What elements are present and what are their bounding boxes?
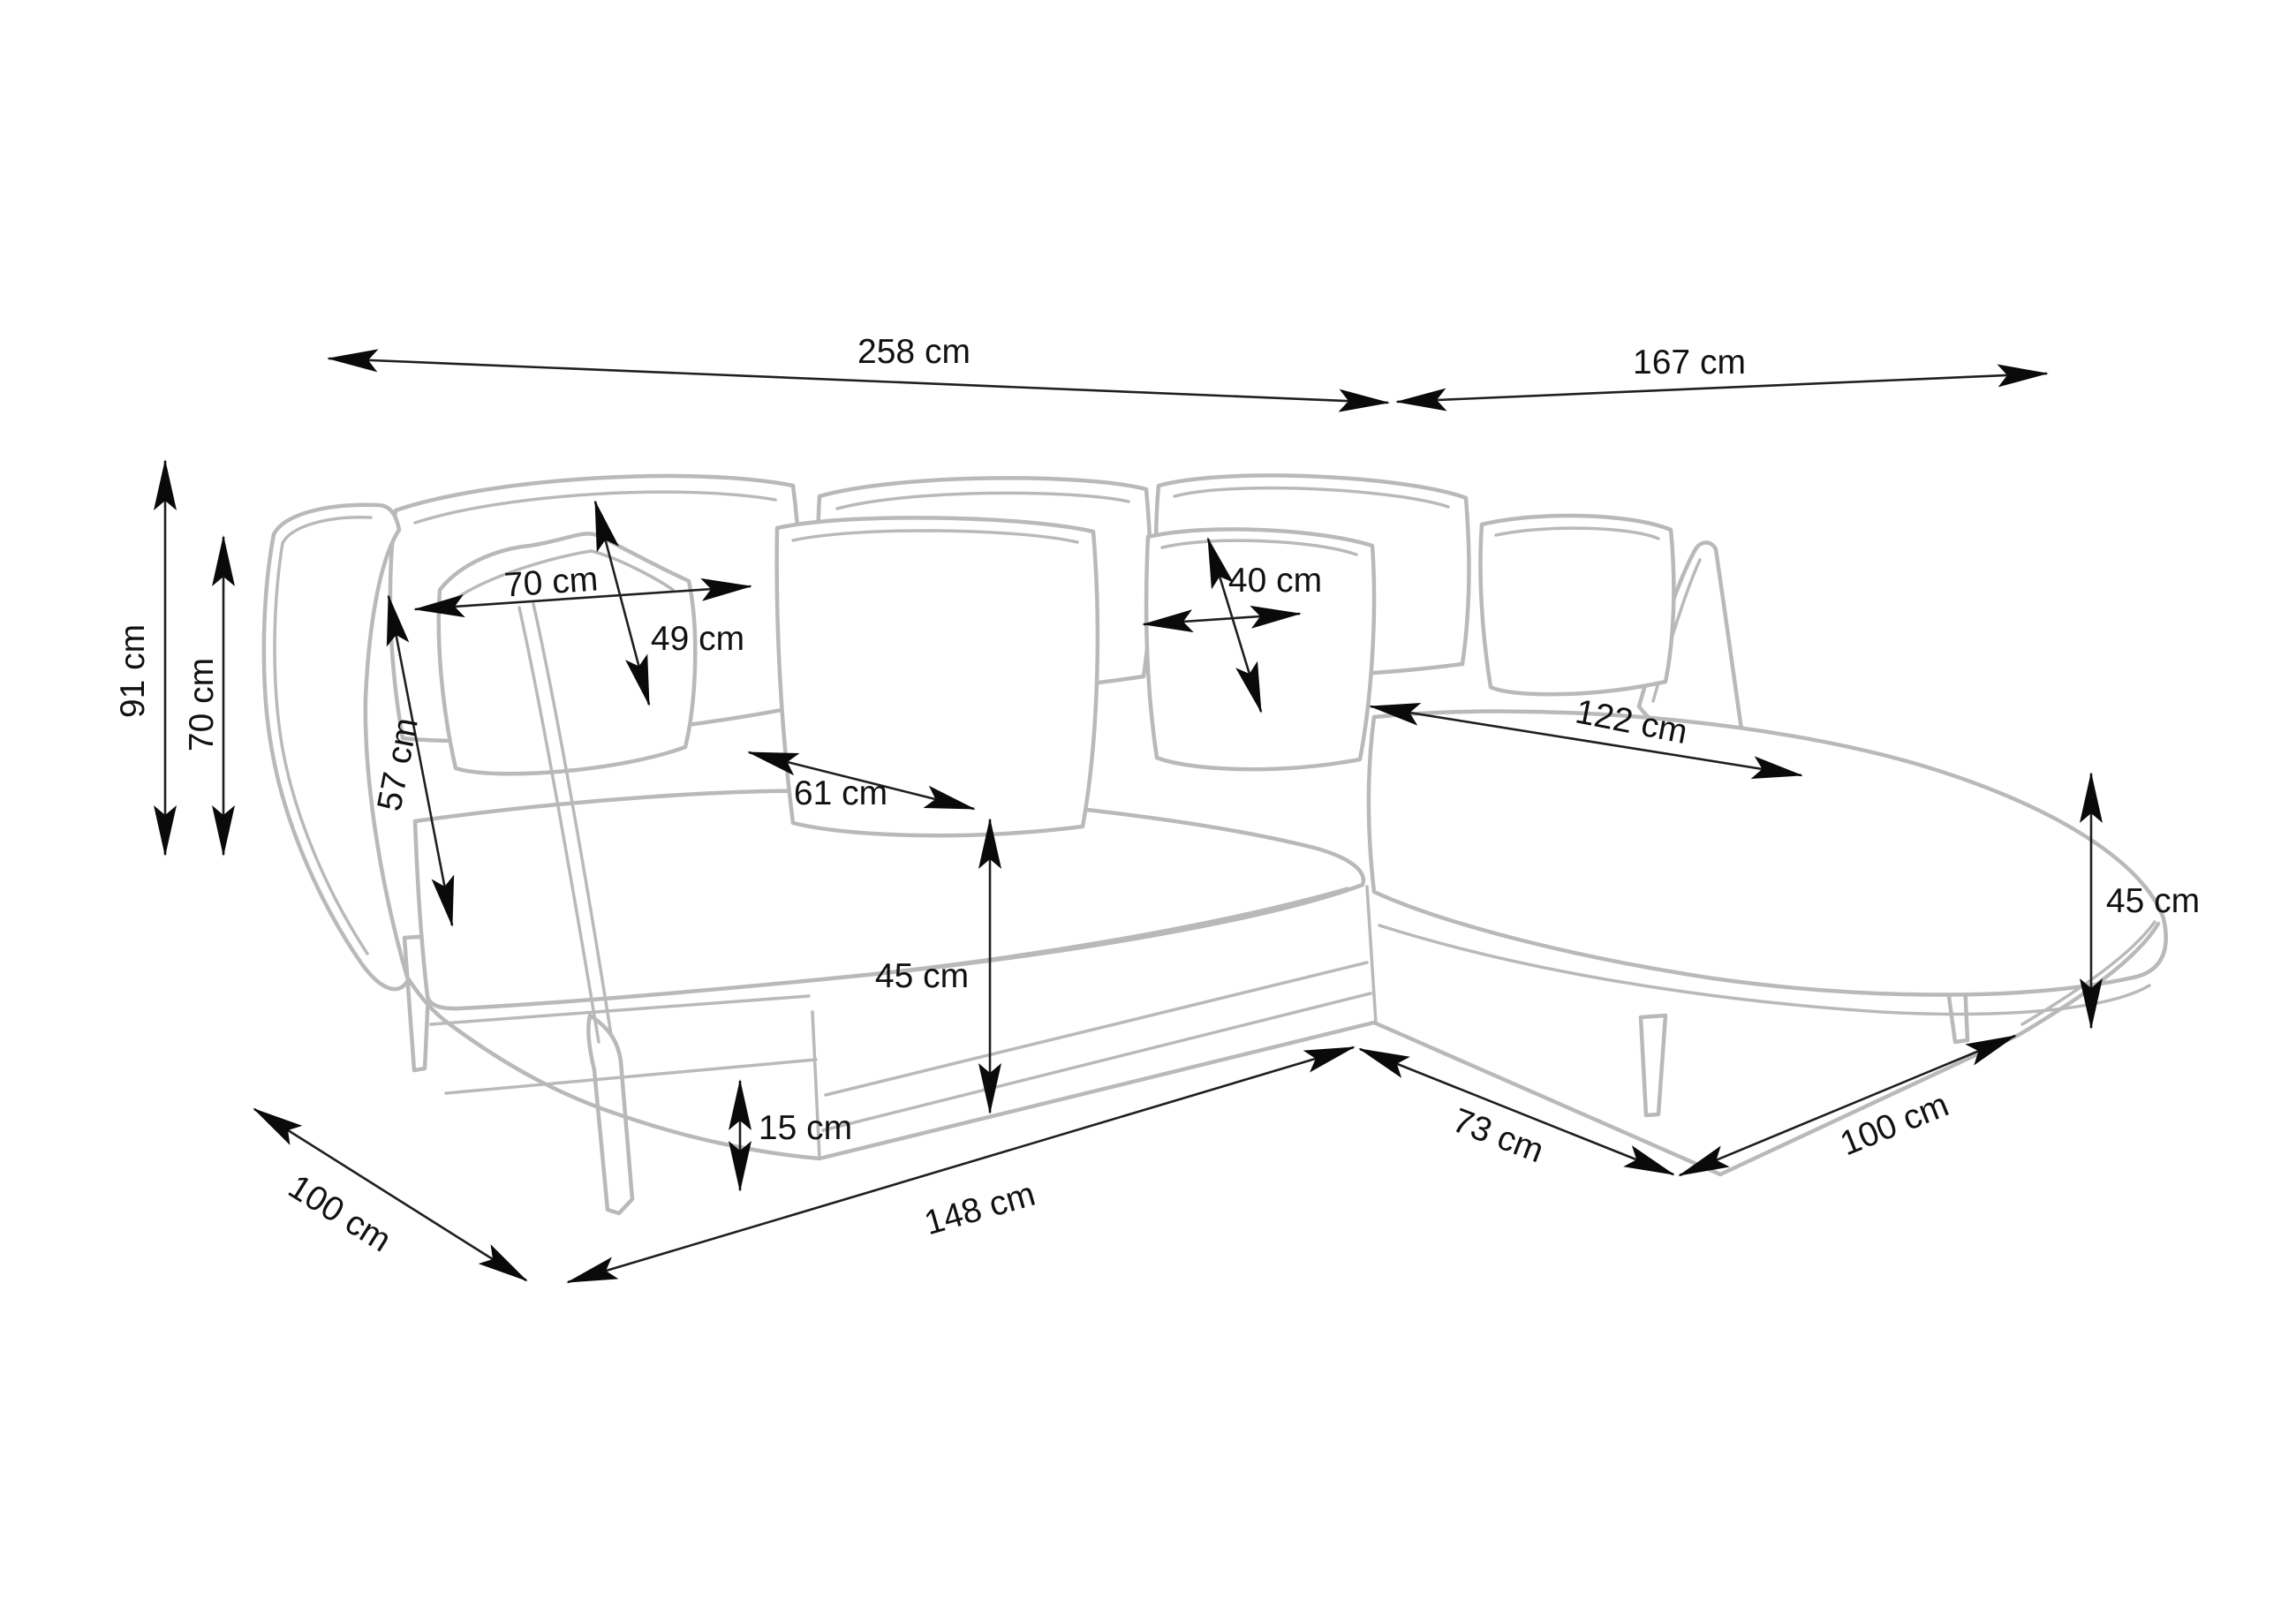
- dim-seat-depth-label: 61 cm: [794, 774, 887, 812]
- dim-armrest-height-label: 70 cm: [183, 658, 221, 751]
- sofa-chaise-pillow-piping: [1494, 526, 1660, 540]
- sofa-corner-pillow-piping: [1160, 539, 1358, 556]
- dim-chaise-front-width-label: 73 cm: [1447, 1101, 1549, 1170]
- sofa-base-piping-left-1: [429, 994, 811, 1026]
- dim-chaise-front-width-line: [1358, 1047, 1675, 1176]
- sofa-chaise-seat: [1366, 709, 2168, 997]
- dimension-leg-height: 15 cm: [729, 1079, 852, 1192]
- sofa-base-piping-left-2: [444, 1058, 818, 1095]
- dimension-chaise-depth-top: 167 cm: [1395, 343, 2049, 411]
- dimension-total-width: 258 cm: [327, 333, 1390, 412]
- dimension-seat-width: 148 cm: [566, 1046, 1356, 1284]
- dim-chaise-seat-height-label: 45 cm: [2106, 882, 2200, 920]
- dim-sofa-depth-label: 100 cm: [282, 1167, 397, 1259]
- dim-chaise-cushion-length-line: [1369, 703, 1803, 779]
- sofa-leg-front-left: [586, 1013, 635, 1216]
- dim-chaise-depth-top-line: [1395, 364, 2049, 411]
- dim-backrest-height-line: [386, 594, 455, 927]
- dim-chaise-side-depth-line: [1678, 1034, 2017, 1177]
- dimension-back-cushion-width: 70 cm: [413, 560, 752, 618]
- dim-seat-width-label: 148 cm: [920, 1175, 1039, 1243]
- sofa-back-cushion-middle-piping: [835, 491, 1130, 510]
- dimension-seat-depth: 61 cm: [747, 751, 976, 812]
- sofa-base-piping-corner-2: [821, 992, 1372, 1132]
- sofa-chaise-pillow: [1478, 513, 1676, 697]
- sofa-backrest-edge-1: [517, 606, 600, 1044]
- sofa-armrest: [261, 502, 411, 992]
- dimension-seat-height: 45 cm: [875, 818, 1001, 1114]
- dim-back-cushion-width-line: [413, 577, 752, 618]
- sofa-armrest-piping: [273, 516, 373, 955]
- dimension-chaise-seat-height: 45 cm: [2080, 772, 2200, 1030]
- dim-total-width-line: [327, 349, 1390, 412]
- dim-total-width-label: 258 cm: [857, 333, 971, 371]
- dim-seat-width-line: [566, 1046, 1356, 1284]
- dim-total-height-label: 91 cm: [114, 624, 152, 718]
- dimension-armrest-height: 70 cm: [183, 535, 235, 857]
- dimension-pillow-size: 40 cm: [1142, 537, 1322, 713]
- dim-back-cushion-height-line: [593, 500, 651, 706]
- sofa-mid-pillow-piping: [791, 529, 1079, 544]
- dim-leg-height-label: 15 cm: [759, 1109, 852, 1147]
- dim-chaise-side-depth-label: 100 cm: [1835, 1086, 1954, 1164]
- sofa-back-cushion-right-piping: [1173, 486, 1450, 509]
- dimension-total-height: 91 cm: [114, 459, 177, 857]
- dim-back-cushion-width-label: 70 cm: [503, 560, 600, 604]
- sofa-chaise-right-piping: [2020, 920, 2156, 1026]
- dimension-chaise-side-depth: 100 cm: [1678, 1034, 2017, 1177]
- dim-backrest-height-label: 57 cm: [370, 714, 425, 813]
- dim-seat-depth-line: [747, 751, 976, 811]
- dim-back-cushion-height-label: 49 cm: [651, 620, 744, 658]
- sofa-backrest-edge-2: [532, 602, 613, 1037]
- sofa-leg-chaise-front: [1638, 1013, 1668, 1118]
- dimension-sofa-depth: 100 cm: [253, 1107, 528, 1282]
- sofa-chaise-corner-seam: [1365, 885, 1378, 1024]
- dim-sofa-depth-line: [253, 1107, 528, 1282]
- dim-seat-height-label: 45 cm: [875, 957, 969, 995]
- sofa-base-bottom: [405, 976, 1377, 1161]
- sofa-seat-front-piping: [811, 887, 1349, 982]
- dim-pillow-size-line: [1142, 605, 1302, 633]
- dimension-back-cushion-height: 49 cm: [593, 500, 744, 706]
- dimension-chaise-front-width: 73 cm: [1358, 1047, 1675, 1176]
- sofa-back-cushion-left-piping: [413, 490, 777, 525]
- dim-pillow-size-label: 40 cm: [1228, 562, 1322, 600]
- dim-chaise-depth-top-label: 167 cm: [1633, 343, 1746, 381]
